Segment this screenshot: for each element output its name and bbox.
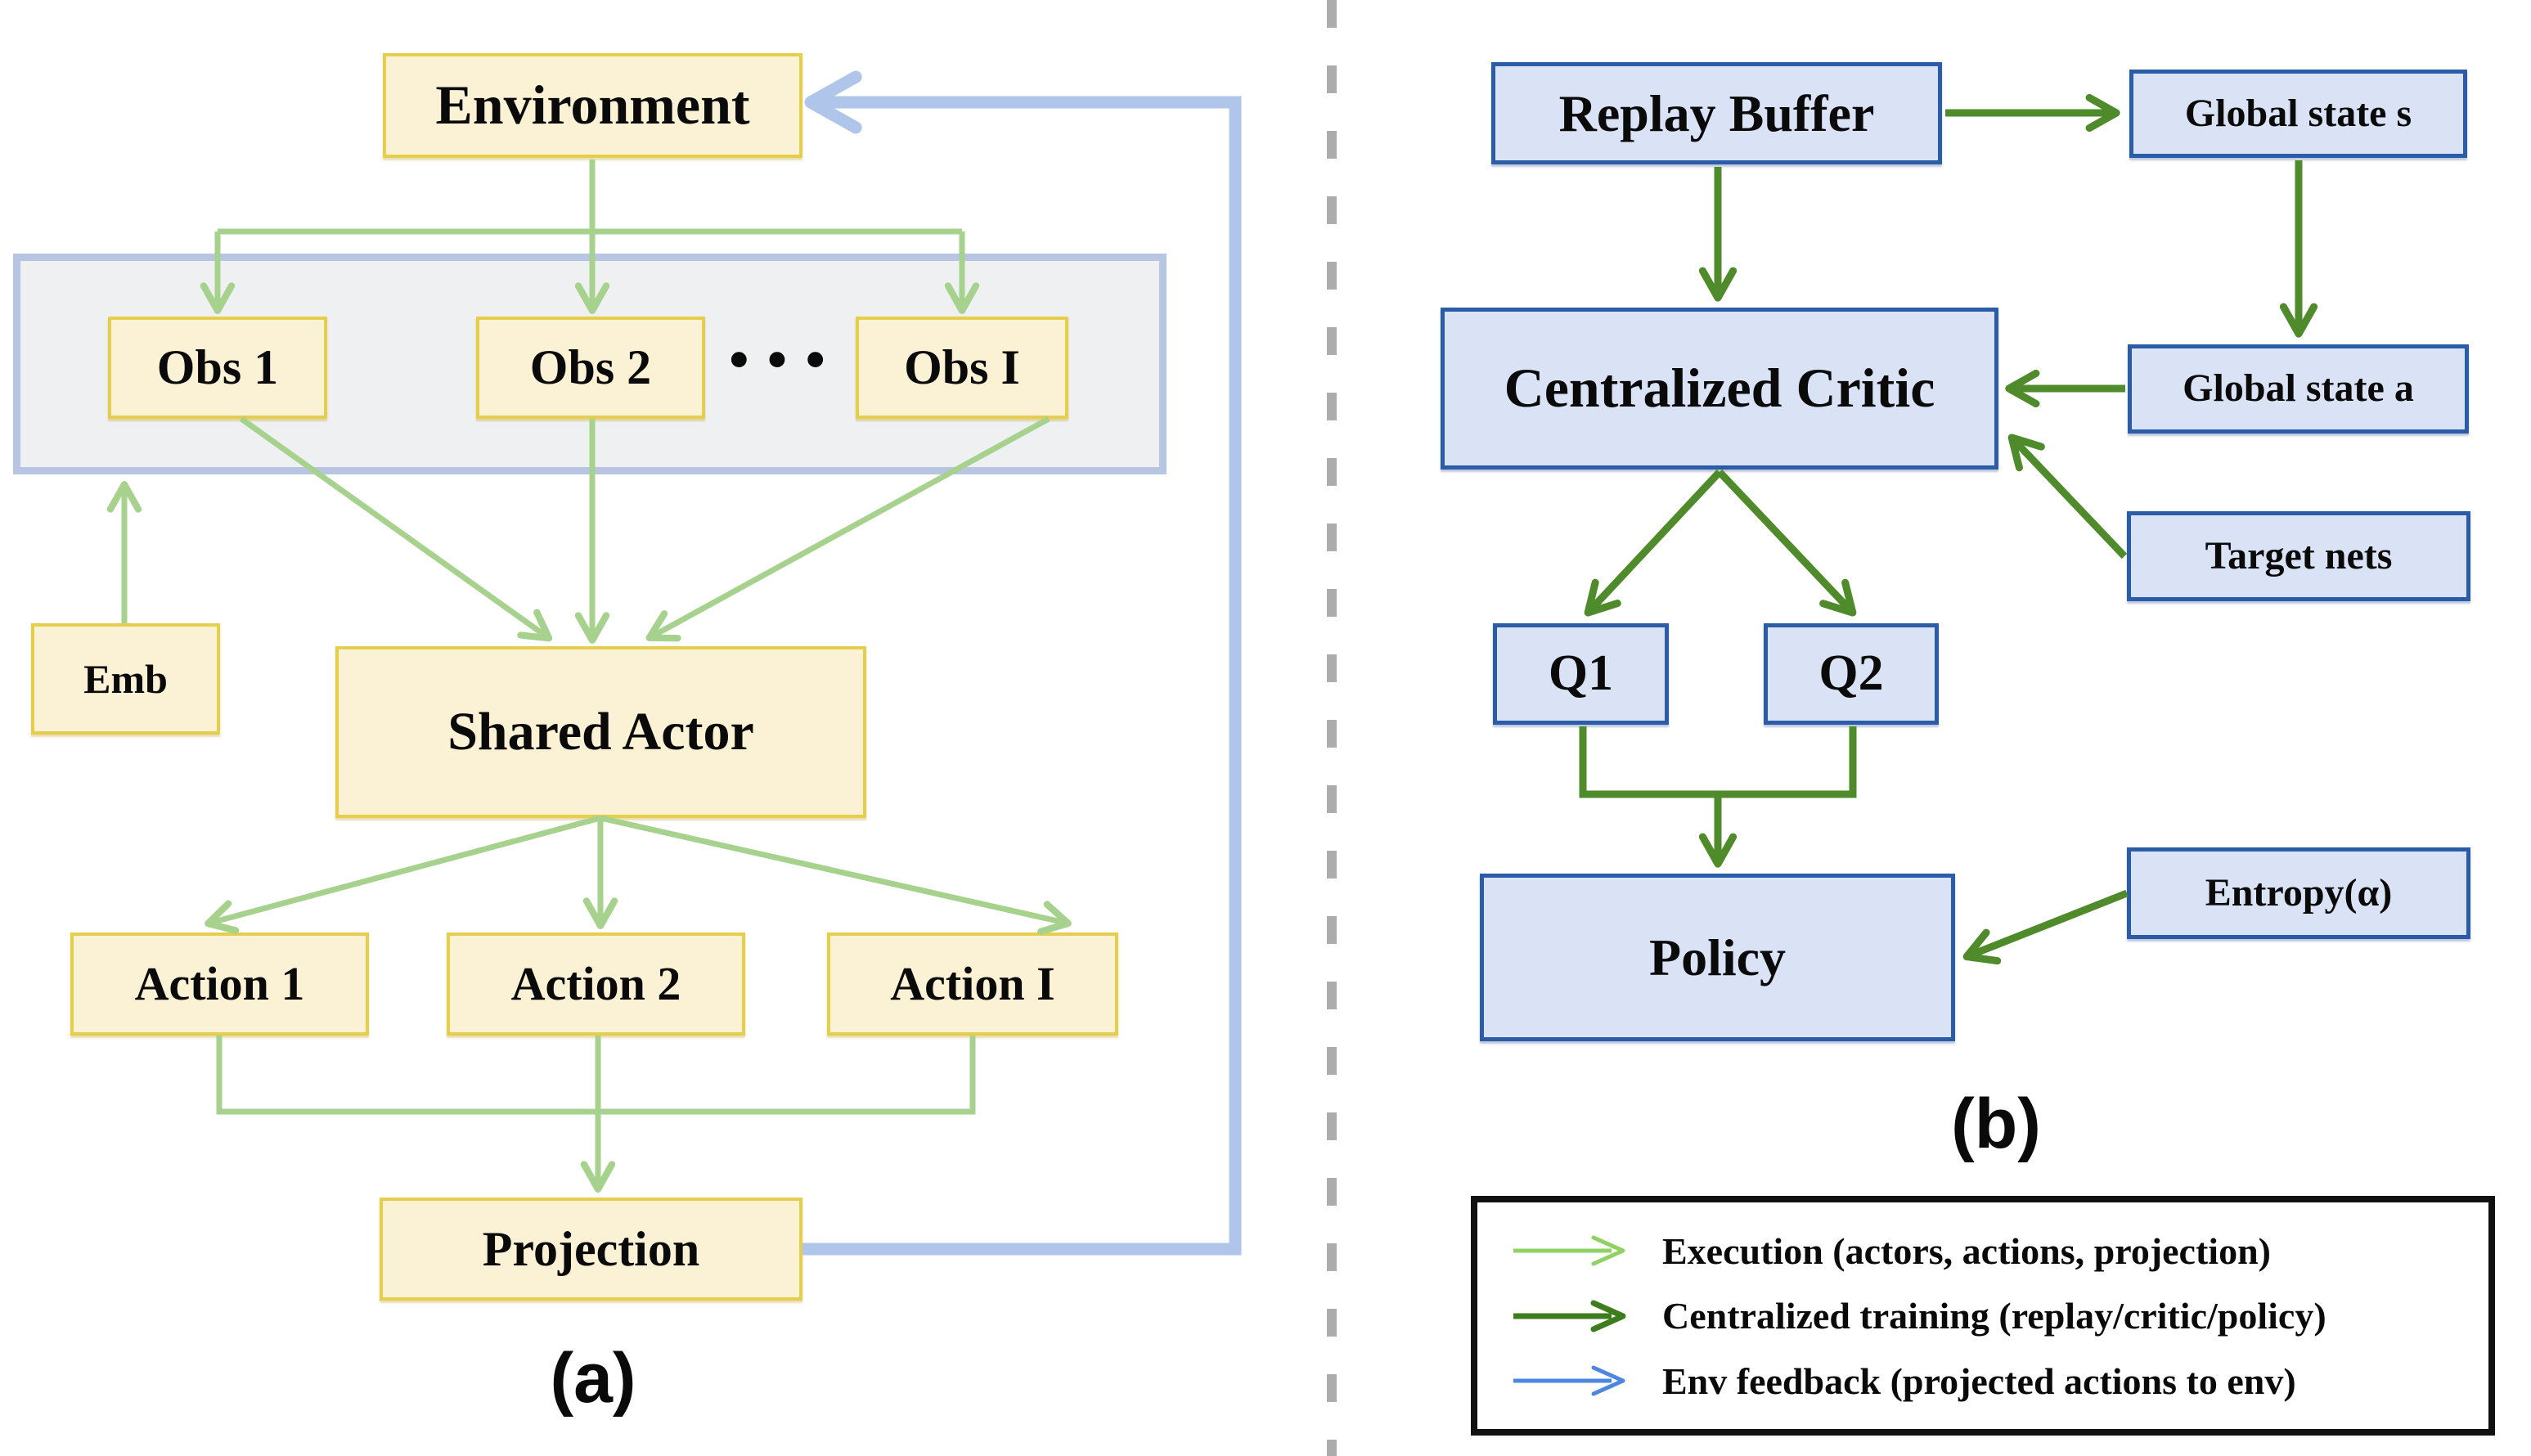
arrow-critic-to-q1 xyxy=(1584,469,1723,617)
node-action-i-label: Action I xyxy=(890,956,1055,1010)
connector-action-merge-bar xyxy=(216,1036,976,1115)
execution-arrow-icon xyxy=(1513,1235,1625,1266)
arrow-actor-to-action1 xyxy=(205,815,601,934)
node-shared-actor: Shared Actor xyxy=(335,646,866,818)
node-action-2-label: Action 2 xyxy=(510,956,681,1010)
node-policy-label: Policy xyxy=(1648,928,1787,986)
node-centralized-critic: Centralized Critic xyxy=(1441,308,1998,470)
node-obs-i-label: Obs I xyxy=(904,340,1020,394)
node-obs-1: Obs 1 xyxy=(108,317,327,419)
panel-divider xyxy=(1327,0,1337,1456)
node-environment: Environment xyxy=(383,53,802,158)
node-replay-buffer-label: Replay Buffer xyxy=(1558,83,1875,142)
panel-a-label: (a) xyxy=(550,1339,636,1418)
node-emb-label: Emb xyxy=(83,655,168,702)
node-target-nets-label: Target nets xyxy=(2205,533,2393,577)
training-arrow-icon xyxy=(1513,1300,1626,1332)
node-obs-2-label: Obs 2 xyxy=(529,340,652,394)
legend-training-label: Centralized training (replay/critic/poli… xyxy=(1662,1295,2326,1337)
legend-row-execution: Execution (actors, actions, projection) xyxy=(1477,1229,2488,1273)
node-global-state-a: Global state a xyxy=(2128,344,2469,434)
arrow-entropy-to-policy xyxy=(1962,889,2129,965)
feedback-arrow-icon xyxy=(1513,1365,1625,1396)
panel-b-label: (b) xyxy=(1951,1085,2041,1163)
node-entropy-label: Entropy(α) xyxy=(2205,870,2393,914)
obs-ellipsis: ··· xyxy=(722,307,838,412)
node-action-i: Action I xyxy=(827,932,1118,1036)
legend-feedback-label: Env feedback (projected actions to env) xyxy=(1662,1359,2296,1402)
node-action-2: Action 2 xyxy=(447,932,745,1036)
node-policy: Policy xyxy=(1480,874,1955,1041)
node-projection-label: Projection xyxy=(482,1221,700,1276)
node-shared-actor-label: Shared Actor xyxy=(447,702,754,762)
node-global-state-s: Global state s xyxy=(2129,70,2467,158)
node-environment-label: Environment xyxy=(435,74,750,137)
node-q1: Q1 xyxy=(1493,623,1669,725)
node-q2: Q2 xyxy=(1764,623,1939,725)
legend-execution-label: Execution (actors, actions, projection) xyxy=(1662,1229,2271,1272)
node-action-1: Action 1 xyxy=(70,932,369,1036)
arrow-critic-to-q2 xyxy=(1716,469,1857,617)
arrow-target-nets-to-critic xyxy=(2007,434,2128,559)
node-projection: Projection xyxy=(380,1198,802,1301)
node-centralized-critic-label: Centralized Critic xyxy=(1504,357,1935,420)
node-action-1-label: Action 1 xyxy=(134,956,305,1010)
node-emb: Emb xyxy=(31,623,220,735)
node-obs-2: Obs 2 xyxy=(476,317,705,419)
connector-q-merge-bar xyxy=(1579,726,1857,798)
node-obs-1-label: Obs 1 xyxy=(156,340,279,394)
node-q2-label: Q2 xyxy=(1818,645,1884,702)
legend-row-feedback: Env feedback (projected actions to env) xyxy=(1477,1359,2488,1403)
node-replay-buffer: Replay Buffer xyxy=(1491,62,1942,164)
node-q1-label: Q1 xyxy=(1548,645,1614,702)
legend-box: Execution (actors, actions, projection) … xyxy=(1471,1196,2495,1436)
node-obs-i: Obs I xyxy=(856,317,1068,419)
legend-row-training: Centralized training (replay/critic/poli… xyxy=(1477,1294,2488,1337)
node-entropy: Entropy(α) xyxy=(2127,847,2470,939)
arrow-actor-to-actioni xyxy=(600,815,1072,935)
node-global-state-s-label: Global state s xyxy=(2184,91,2412,135)
node-global-state-a-label: Global state a xyxy=(2183,366,2414,411)
node-target-nets: Target nets xyxy=(2127,511,2470,601)
